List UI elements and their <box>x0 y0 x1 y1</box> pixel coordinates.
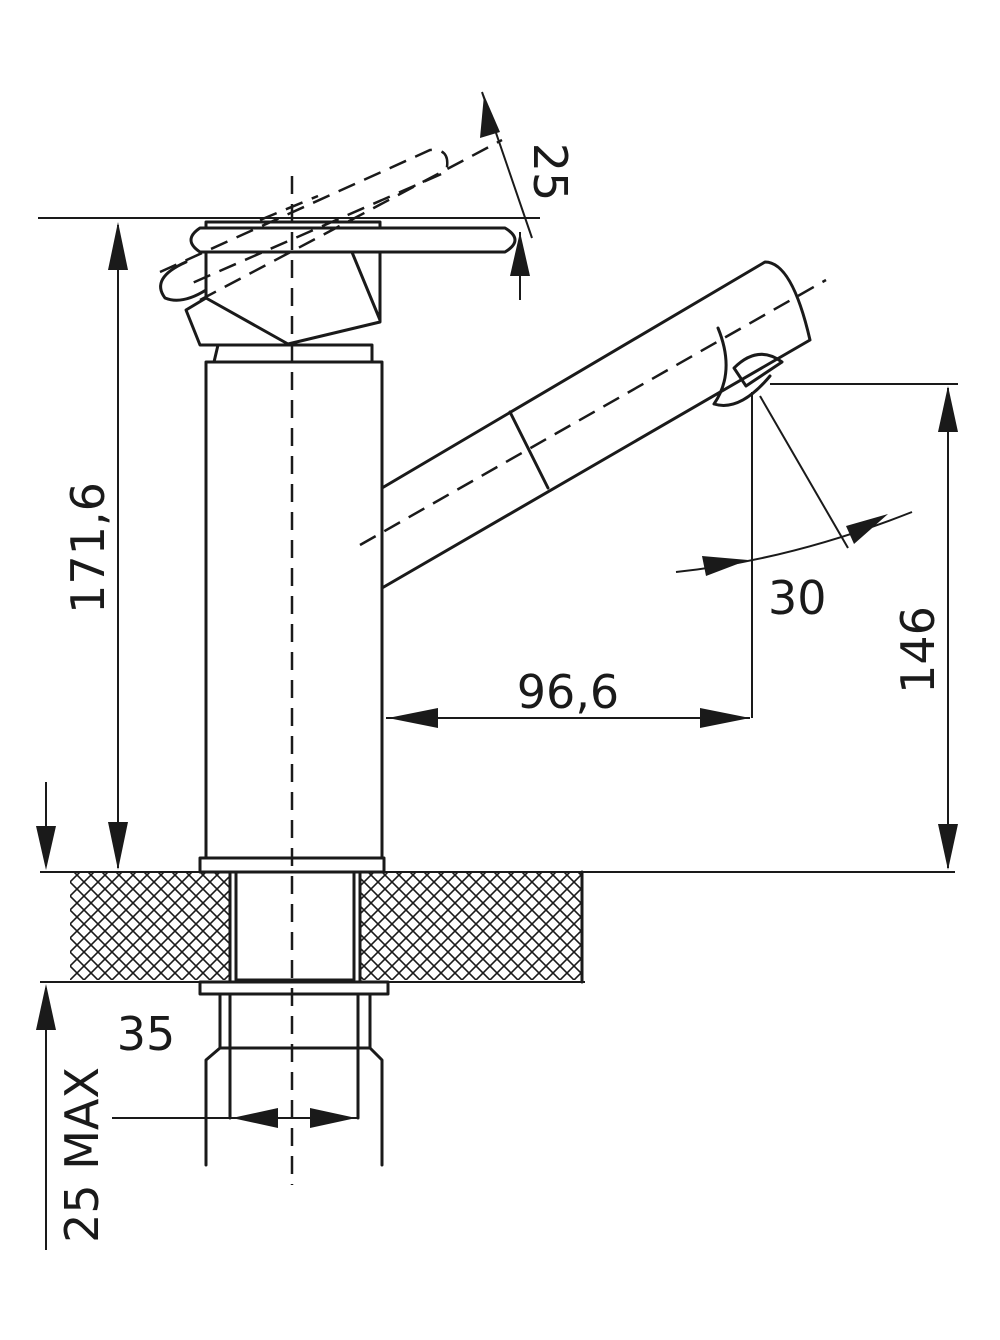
spout <box>380 260 812 590</box>
dimension-total-height: 171,6 <box>38 217 540 870</box>
dimension-label-spout-angle: 30 <box>768 571 827 625</box>
faucet-body <box>184 220 386 874</box>
dimension-label-spout-reach: 96,6 <box>517 665 619 719</box>
dimension-label-total-height: 171,6 <box>61 482 115 614</box>
mounting-shank <box>198 870 390 1167</box>
dimension-label-handle-tilt: 25 <box>523 143 577 202</box>
dimension-label-max-thickness: 25 MAX <box>55 1067 109 1243</box>
dimension-spout-reach: 96,6 <box>386 665 750 728</box>
dimension-max-thickness: 25 MAX <box>36 782 109 1250</box>
dimension-spout-angle: 30 <box>675 392 913 718</box>
dimension-outlet-height: 146 <box>770 383 958 870</box>
dimension-label-hole-diameter: 35 <box>117 1007 176 1061</box>
lever-handle <box>159 226 517 302</box>
lever-handle-tilted <box>159 138 503 302</box>
dimension-hole-diameter: 35 <box>112 1007 358 1128</box>
dimension-label-outlet-height: 146 <box>891 606 945 694</box>
countertop <box>40 870 955 984</box>
dimension-handle-tilt: 25 <box>480 91 577 300</box>
centre-lines <box>290 176 827 1185</box>
